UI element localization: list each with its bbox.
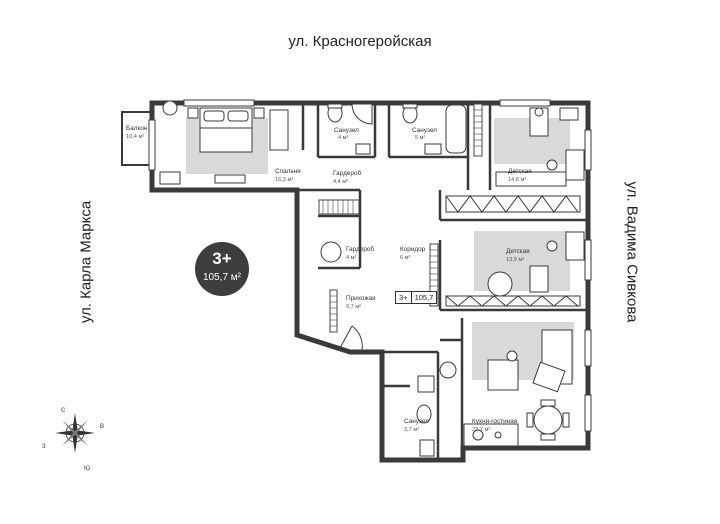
kids2-furniture xyxy=(487,231,585,297)
outer-walls xyxy=(149,100,591,463)
bedroom-furniture xyxy=(159,100,289,185)
room-bath2-name: Санузел xyxy=(412,127,437,134)
room-wardrobe1-name: Гардероб xyxy=(333,169,361,177)
bath1-fixtures xyxy=(327,103,373,155)
room-bath2-area: 5 м² xyxy=(415,135,426,141)
entry-tag: 3+ 105,7 xyxy=(395,291,438,304)
room-corridor-name: Коридор xyxy=(400,246,426,253)
room-bath3-area: 3,7 м² xyxy=(404,427,419,433)
summary-area: 105,7 м² xyxy=(202,272,241,283)
room-hall-name: Прихожая xyxy=(346,295,376,302)
kids1-furniture xyxy=(495,107,585,187)
balcony-walls xyxy=(121,111,152,166)
compass-east: В xyxy=(100,424,104,430)
wardrobe-hatches xyxy=(318,103,483,333)
room-wardrobe2-area: 4 м² xyxy=(346,255,357,261)
compass-west: З xyxy=(42,444,46,450)
room-bedroom-area: 16,3 м² xyxy=(275,177,293,183)
room-bath3-name: Санузел xyxy=(404,418,429,425)
entry-tag-area: 105,7 xyxy=(410,292,437,303)
entry-tag-rooms: 3+ xyxy=(399,293,408,302)
compass-north: С xyxy=(61,408,66,414)
summary-rooms: 3+ xyxy=(212,249,232,268)
room-corridor-area: 6 м² xyxy=(400,255,411,261)
interior-walls xyxy=(297,103,588,460)
windows xyxy=(148,99,592,432)
wardrobe2-ottoman xyxy=(320,241,342,263)
room-kitchen-area: 23,7 м² xyxy=(472,427,490,433)
compass: С Ю З В xyxy=(42,408,104,472)
room-bath1-name: Санузел xyxy=(334,127,359,134)
room-bath1-area: 4 м² xyxy=(338,135,349,141)
room-kitchen-name: Кухня-гостиная xyxy=(472,418,518,425)
room-balcony-area: 10,4 м² xyxy=(126,134,144,140)
room-kids2-area: 13,9 м² xyxy=(506,257,524,263)
room-kids1-area: 14,6 м² xyxy=(508,177,526,183)
bath3-fixtures xyxy=(416,375,435,457)
room-wardrobe1-area: 4,4 м² xyxy=(333,179,348,185)
compass-south: Ю xyxy=(84,466,90,472)
room-hall-area: 9,7 м² xyxy=(346,304,361,310)
room-wardrobe2-name: Гардероб xyxy=(346,245,374,253)
bath2-fixtures xyxy=(402,103,467,155)
room-kids2-name: Детская xyxy=(506,248,530,255)
entrance-door xyxy=(339,325,363,351)
living-furniture xyxy=(439,329,573,447)
room-kids1-name: Детская xyxy=(508,168,532,175)
room-bedroom-name: Спальня xyxy=(275,168,301,175)
kids-closets xyxy=(445,195,581,307)
street-top-label: ул. Красногеройская xyxy=(288,33,432,50)
room-balcony-name: Балкон xyxy=(126,125,148,132)
apartment-summary-badge: 3+ 105,7 м² xyxy=(195,242,249,296)
